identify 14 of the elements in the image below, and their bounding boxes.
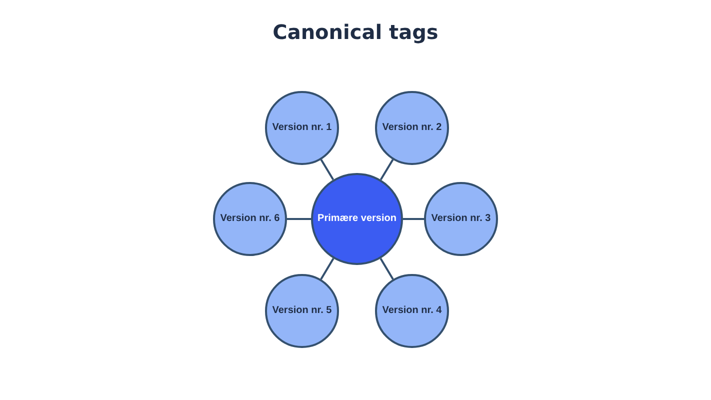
node-label: Primære version <box>318 213 396 225</box>
connector-line <box>380 159 394 180</box>
node-label: Version nr. 2 <box>382 122 442 134</box>
connector-line <box>287 218 311 220</box>
connector-line <box>320 258 334 280</box>
title: Canonical tags <box>272 20 440 44</box>
connector-line <box>380 258 394 280</box>
node-label: Version nr. 4 <box>382 305 442 317</box>
node-label: Version nr. 3 <box>431 213 491 225</box>
node-label: Version nr. 1 <box>272 122 332 134</box>
connector-line <box>320 159 334 180</box>
connector-line <box>403 218 424 220</box>
node-label: Version nr. 6 <box>220 213 280 225</box>
node-label: Version nr. 5 <box>272 305 332 317</box>
